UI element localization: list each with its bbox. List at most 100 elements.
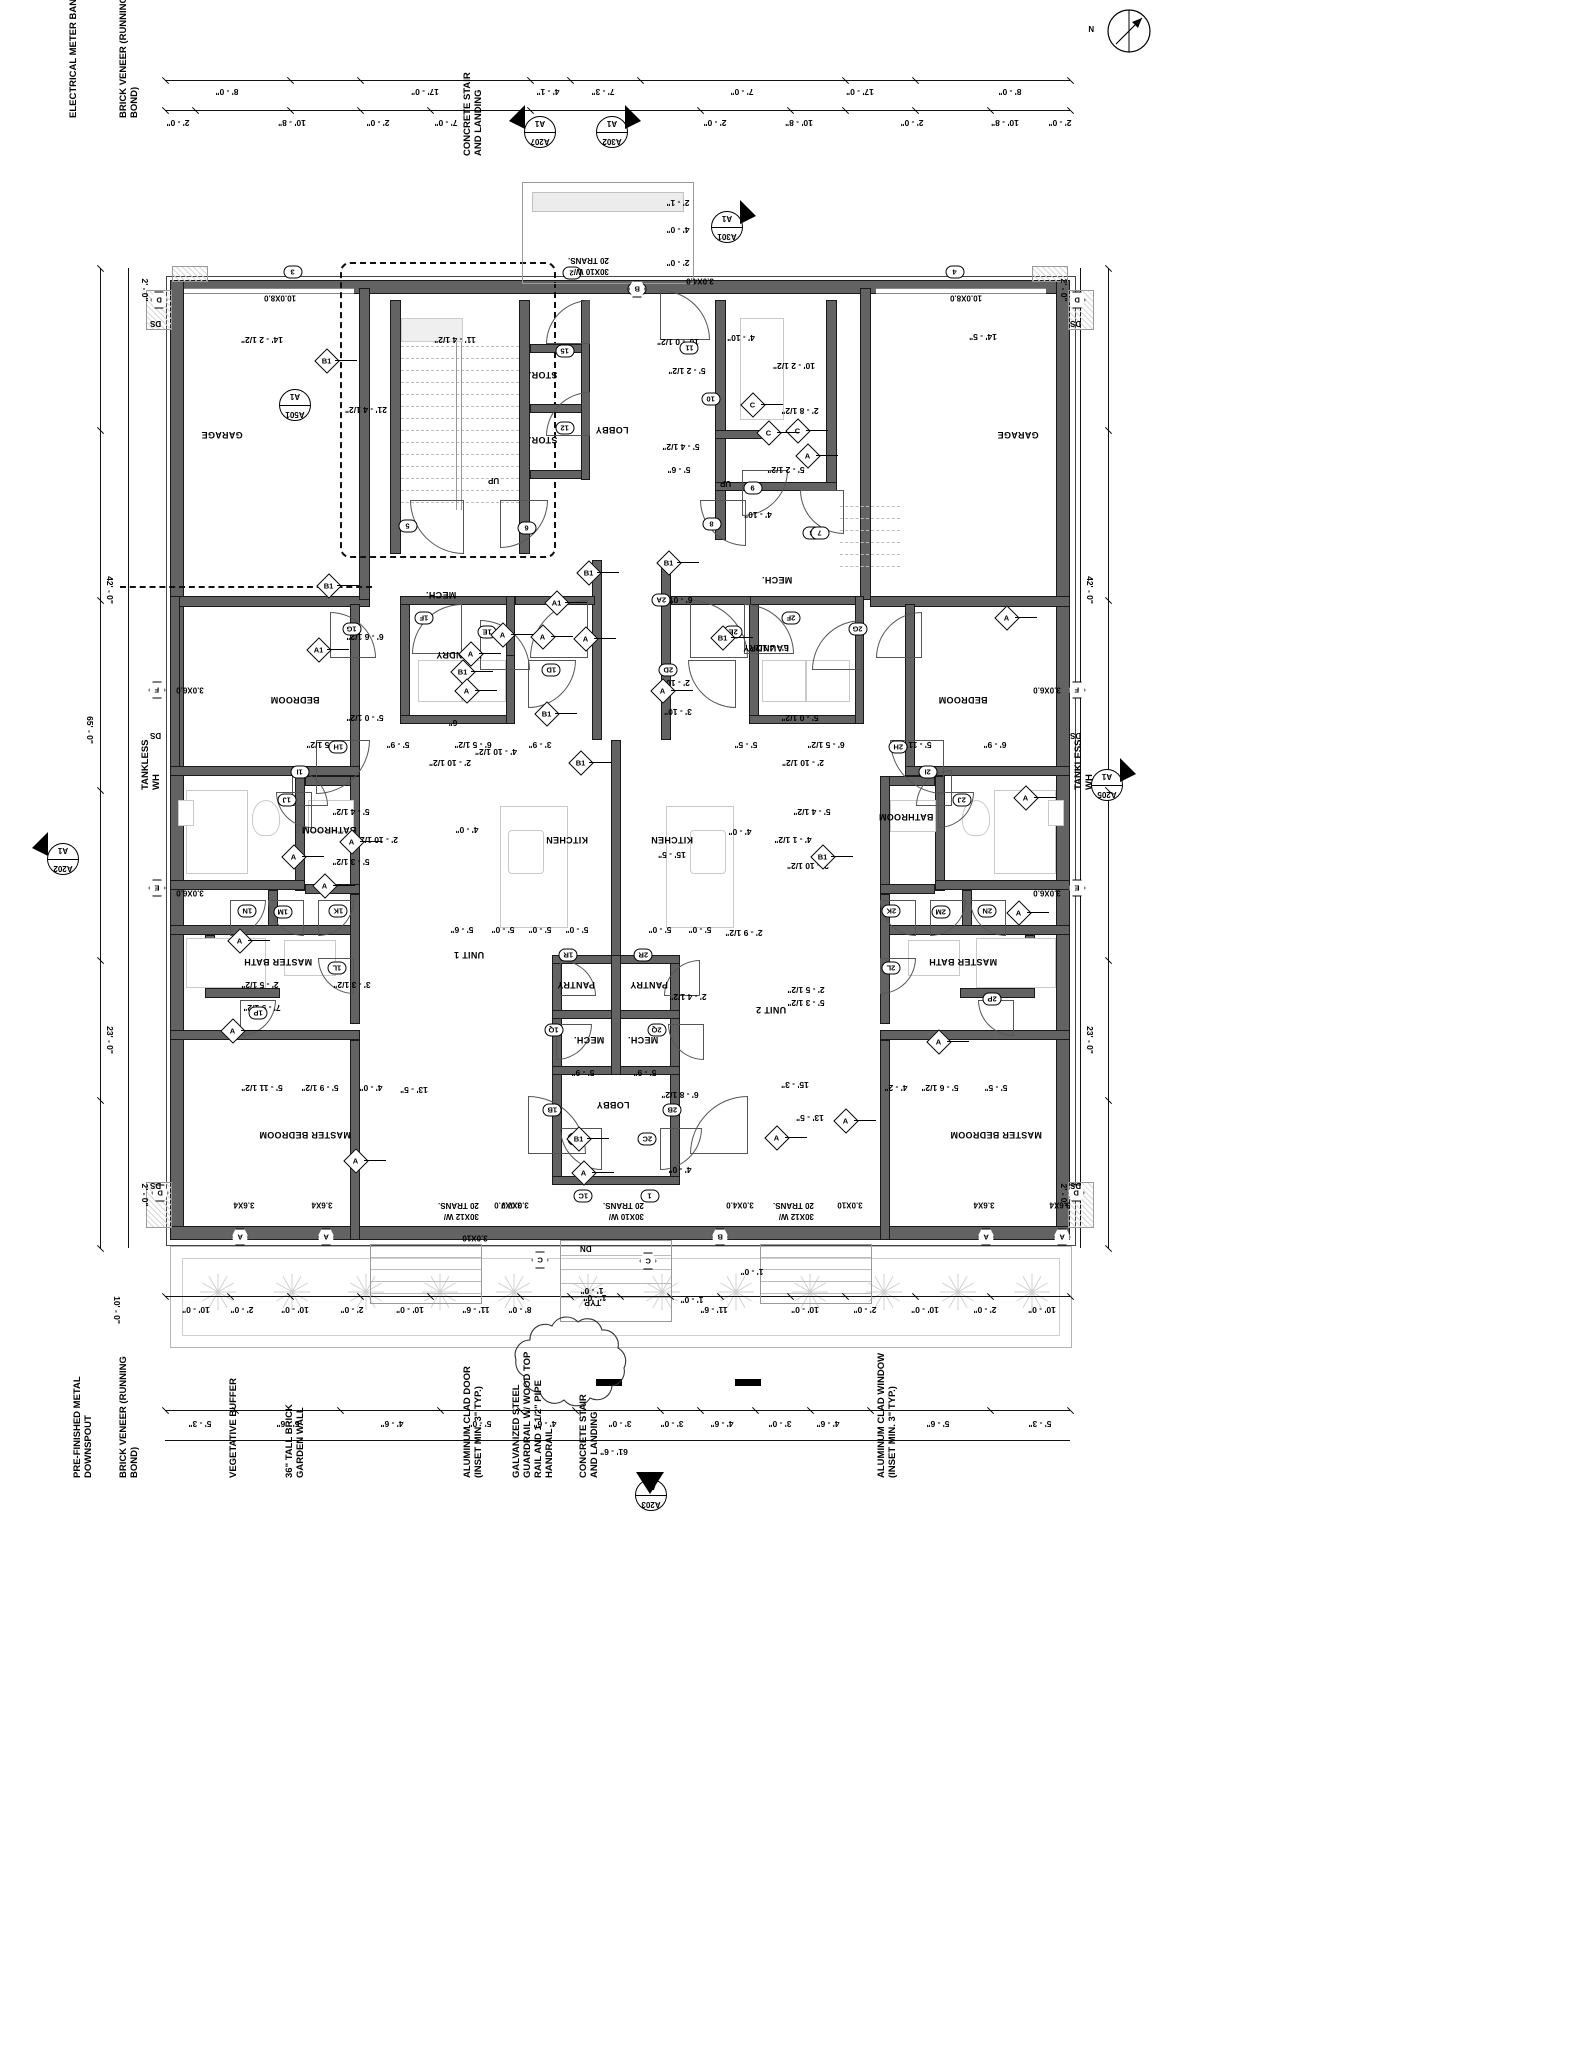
tag-leader-line <box>335 360 357 361</box>
misc-label: UP <box>720 479 732 488</box>
interior-dimension: 5' - 0" <box>565 925 589 935</box>
door-tag[interactable]: 1C <box>573 1189 593 1203</box>
door-tag[interactable]: 2 <box>562 266 582 280</box>
window-type-tag[interactable]: B <box>711 1228 729 1246</box>
door-tag[interactable]: 5 <box>398 519 418 533</box>
door-tag[interactable]: 2G <box>848 622 868 636</box>
door-tag[interactable]: 1L <box>327 961 347 975</box>
door-tag[interactable]: 2I <box>918 765 938 779</box>
door-tag[interactable]: 2B <box>662 1103 682 1117</box>
right-dimension: 2' - 0" <box>1059 278 1069 302</box>
dim-chain-right-outer <box>1108 268 1109 1248</box>
door-tag[interactable]: 6 <box>517 521 537 535</box>
door-tag[interactable]: 1F <box>414 611 434 625</box>
door-tag-label: 5 <box>405 521 411 531</box>
window-size-label: 3.0X10 <box>462 1233 488 1243</box>
interior-dimension: 5' - 0" <box>491 925 515 935</box>
door-tag[interactable]: 2A <box>651 593 671 607</box>
window-type-label: A <box>983 1232 989 1242</box>
window-type-tag[interactable]: B <box>628 280 646 298</box>
door-tag[interactable]: 15 <box>555 344 575 358</box>
door-tag[interactable]: 2F <box>781 611 801 625</box>
door-tag[interactable]: 1H <box>328 740 348 754</box>
door-tag[interactable]: 1N <box>237 904 257 918</box>
door-tag[interactable]: 1D <box>541 663 561 677</box>
interior-dimension: 21' - 4 1/2" <box>345 405 387 415</box>
door-tag[interactable]: 1R <box>558 948 578 962</box>
door-tag[interactable]: 10 <box>701 392 721 406</box>
wall-type-label: A <box>322 881 328 891</box>
door-tag[interactable]: 2C <box>637 1132 657 1146</box>
misc-label: 30X12 W/ 20 TRANS. <box>438 1201 479 1221</box>
door-tag[interactable]: 12 <box>555 421 575 435</box>
door-tag[interactable]: 2P <box>982 992 1002 1006</box>
window-type-tag[interactable]: A <box>317 1228 335 1246</box>
interior-dimension: 5' - 4 1/2" <box>662 442 700 452</box>
window-type-tag[interactable]: D <box>151 1184 169 1202</box>
interior-dimension: 5' - 4 1/2" <box>332 807 370 817</box>
door-tag[interactable]: 7 <box>810 526 830 540</box>
section-divider <box>1092 785 1122 786</box>
wall-type-label: B1 <box>574 1134 584 1144</box>
window-type-tag[interactable]: F <box>1068 681 1086 699</box>
wall-type-label: A <box>1004 613 1010 623</box>
window-type-tag[interactable]: D <box>1068 291 1086 309</box>
window-type-tag[interactable]: E <box>1068 879 1086 897</box>
tag-leader-line <box>337 585 359 586</box>
door-tag[interactable]: 1P <box>248 1006 268 1020</box>
door-tag[interactable]: 9 <box>743 481 763 495</box>
door-tag[interactable]: 2K <box>881 904 901 918</box>
door-tag[interactable]: 2Q <box>647 1023 667 1037</box>
window-type-tag[interactable]: E <box>148 879 166 897</box>
bottom-dimension: 3' - 0" <box>660 1419 684 1429</box>
door-tag[interactable]: 1K <box>328 904 348 918</box>
tag-leader-line <box>479 653 501 654</box>
garage-wall-east-w <box>359 288 370 600</box>
door-tag[interactable]: 3 <box>283 265 303 279</box>
door-tag[interactable]: 4 <box>945 265 965 279</box>
door-tag[interactable]: 2M <box>931 905 951 919</box>
door-tag[interactable]: 2L <box>881 961 901 975</box>
door-tag[interactable]: 1B <box>542 1103 562 1117</box>
dim-chain-top-outer <box>165 80 1070 81</box>
window-type-tag[interactable]: A <box>231 1228 249 1246</box>
window-type-tag[interactable]: D <box>1067 1184 1085 1202</box>
door-tag[interactable]: 1 <box>640 1189 660 1203</box>
tag-leader-line <box>785 1137 807 1138</box>
door-tag[interactable]: 2D <box>658 663 678 677</box>
door-tag[interactable]: 1I <box>290 765 310 779</box>
door-tag[interactable]: 8 <box>702 517 722 531</box>
window-type-tag[interactable]: D <box>150 291 168 309</box>
door-tag[interactable]: 2N <box>977 904 997 918</box>
top-dimension: 17' - 0" <box>411 87 439 97</box>
garage-wall-south-e <box>870 596 1070 607</box>
shower-u1 <box>186 790 248 874</box>
window-type-tag[interactable]: F <box>148 681 166 699</box>
bottom-dimension: 2' - 0" <box>230 1305 254 1315</box>
door-tag[interactable]: 2J <box>952 793 972 807</box>
dash-ext-w <box>120 586 372 590</box>
door-tag[interactable]: 1Q <box>544 1023 564 1037</box>
door-tag[interactable]: 1M <box>273 905 293 919</box>
door-tag[interactable]: 2R <box>633 948 653 962</box>
door-tag-label: 1J <box>282 795 292 805</box>
door-tag[interactable]: 2H <box>888 740 908 754</box>
wall-type-label: B1 <box>584 568 594 578</box>
door-tag[interactable]: 11 <box>679 341 699 355</box>
door-tag[interactable]: 1G <box>342 622 362 636</box>
wall-type-label: A <box>581 1168 587 1178</box>
wall-type-label: B1 <box>664 558 674 568</box>
room-label: KITCHEN <box>650 835 694 845</box>
window-type-tag[interactable]: A <box>1053 1228 1071 1246</box>
window-type-tag[interactable]: C <box>531 1251 549 1269</box>
window-type-tag[interactable]: C <box>639 1252 657 1270</box>
door-tag[interactable]: 1J <box>277 793 297 807</box>
window-type-tag[interactable]: A <box>977 1228 995 1246</box>
